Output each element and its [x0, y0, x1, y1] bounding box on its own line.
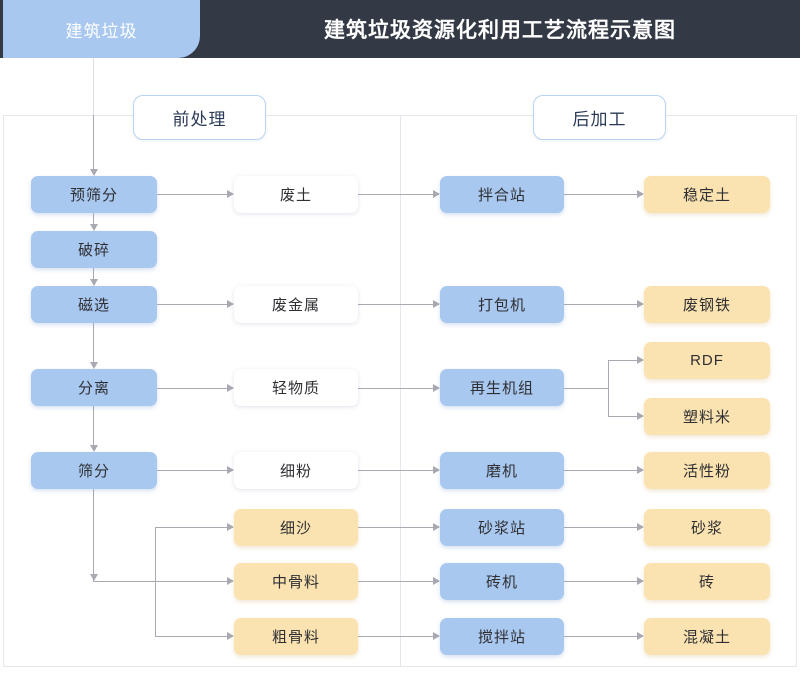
- node-material-coarse-aggregate[interactable]: 粗骨料: [234, 618, 358, 655]
- node-material-waste-soil[interactable]: 废土: [234, 176, 358, 213]
- arrow-bus-to-fine-sand: [227, 523, 234, 531]
- node-process-separate[interactable]: 分离: [31, 369, 157, 406]
- node-material-waste-metal[interactable]: 废金属: [234, 286, 358, 323]
- edge-bus-to-coarse-aggregate: [155, 636, 233, 637]
- arrow-recycling-unit-to-plastic-pellets: [637, 412, 644, 420]
- edge-magnetic-to-waste-metal: [157, 304, 233, 305]
- node-equipment-brick-machine[interactable]: 砖机: [440, 563, 564, 600]
- edge-aggregate-bus: [155, 527, 156, 637]
- edge-light-matter-to-recycling-unit: [358, 388, 439, 389]
- stage-label-postprocessing[interactable]: 后加工: [533, 95, 666, 140]
- arrow-baler-to-scrap-steel: [637, 300, 644, 308]
- page-title: 建筑垃圾资源化利用工艺流程示意图: [324, 19, 676, 42]
- edge-coarse-aggregate-to-concrete-mixer: [358, 636, 439, 637]
- arrow-brick-machine-to-brick: [637, 577, 644, 585]
- arrow-magnetic-to-waste-metal: [227, 300, 234, 308]
- arrow-mill-to-active-powder: [637, 466, 644, 474]
- edge-mixing-station-to-stabilized-soil: [564, 194, 643, 195]
- node-equipment-mixing-station[interactable]: 拌合站: [440, 176, 564, 213]
- edge-fine-sand-to-mortar-station: [358, 527, 439, 528]
- node-process-screen[interactable]: 筛分: [31, 452, 157, 489]
- node-equipment-concrete-mixer[interactable]: 搅拌站: [440, 618, 564, 655]
- node-product-brick[interactable]: 砖: [644, 563, 770, 600]
- edge-mill-to-active-powder: [564, 470, 643, 471]
- edge-baler-to-scrap-steel: [564, 304, 643, 305]
- node-material-mid-aggregate[interactable]: 中骨料: [234, 563, 358, 600]
- arrow-coarse-aggregate-to-concrete-mixer: [433, 632, 440, 640]
- node-product-concrete[interactable]: 混凝土: [644, 618, 770, 655]
- node-equipment-mortar-station[interactable]: 砂浆站: [440, 509, 564, 546]
- edge-source-to-prescreen: [93, 115, 94, 169]
- edge-crush-to-magnetic: [93, 268, 94, 281]
- node-product-stabilized-soil[interactable]: 稳定土: [644, 176, 770, 213]
- arrow-fine-powder-to-mill: [433, 466, 440, 474]
- edge-separate-to-light-matter: [157, 388, 233, 389]
- edge-screen-to-mid-aggregate: [93, 581, 233, 582]
- edge-brick-machine-to-brick: [564, 581, 643, 582]
- node-process-magnetic[interactable]: 磁选: [31, 286, 157, 323]
- edge-separate-to-screen: [93, 406, 94, 447]
- arrow-waste-soil-to-mixing-station: [433, 190, 440, 198]
- arrow-screen-trunk-corner: [90, 574, 98, 581]
- edge-screen-to-fine-powder: [157, 470, 233, 471]
- edge-prescreen-to-waste-soil: [157, 194, 233, 195]
- arrow-bus-to-coarse-aggregate: [227, 632, 234, 640]
- edge-recycling-unit-stub: [564, 388, 609, 389]
- edge-mid-aggregate-to-brick-machine: [358, 581, 439, 582]
- arrow-light-matter-to-recycling-unit: [433, 384, 440, 392]
- node-product-rdf[interactable]: RDF: [644, 342, 770, 379]
- node-product-mortar[interactable]: 砂浆: [644, 509, 770, 546]
- arrow-mid-aggregate-to-brick-machine: [433, 577, 440, 585]
- node-process-crush[interactable]: 破碎: [31, 231, 157, 268]
- node-product-plastic-pellets[interactable]: 塑料米: [644, 398, 770, 435]
- arrow-fine-sand-to-mortar-station: [433, 523, 440, 531]
- column-divider: [400, 115, 401, 667]
- node-equipment-mill[interactable]: 磨机: [440, 452, 564, 489]
- node-equipment-recycling-unit[interactable]: 再生机组: [440, 369, 564, 406]
- arrow-mortar-station-to-mortar: [637, 523, 644, 531]
- arrow-concrete-mixer-to-concrete: [637, 632, 644, 640]
- node-product-scrap-steel[interactable]: 废钢铁: [644, 286, 770, 323]
- edge-mortar-station-to-mortar: [564, 527, 643, 528]
- arrow-screen-to-fine-powder: [227, 466, 234, 474]
- arrow-prescreen-to-waste-soil: [227, 190, 234, 198]
- source-tab-construction-waste[interactable]: 建筑垃圾: [3, 0, 200, 58]
- arrow-prescreen-to-crush: [90, 224, 98, 231]
- node-material-light-matter[interactable]: 轻物质: [234, 369, 358, 406]
- node-product-active-powder[interactable]: 活性粉: [644, 452, 770, 489]
- arrow-separate-to-light-matter: [227, 384, 234, 392]
- edge-recycling-unit-to-plastic-pellets: [608, 416, 643, 417]
- node-material-fine-sand[interactable]: 细沙: [234, 509, 358, 546]
- edge-prescreen-to-crush: [93, 213, 94, 226]
- arrow-recycling-unit-to-rdf: [637, 356, 644, 364]
- arrow-separate-to-screen: [90, 445, 98, 452]
- node-process-prescreen[interactable]: 预筛分: [31, 176, 157, 213]
- source-stem-line: [93, 58, 94, 115]
- node-material-fine-powder[interactable]: 细粉: [234, 452, 358, 489]
- arrow-crush-to-magnetic: [90, 279, 98, 286]
- edge-screen-down-trunk: [93, 489, 94, 581]
- arrow-waste-metal-to-baler: [433, 300, 440, 308]
- arrow-screen-to-mid-aggregate: [227, 577, 234, 585]
- node-equipment-baler[interactable]: 打包机: [440, 286, 564, 323]
- edge-recycling-unit-split-bus: [608, 360, 609, 416]
- edge-fine-powder-to-mill: [358, 470, 439, 471]
- edge-recycling-unit-to-rdf: [608, 360, 643, 361]
- edge-waste-soil-to-mixing-station: [358, 194, 439, 195]
- arrow-magnetic-to-separate: [90, 362, 98, 369]
- edge-waste-metal-to-baler: [358, 304, 439, 305]
- edge-magnetic-to-separate: [93, 323, 94, 364]
- edge-concrete-mixer-to-concrete: [564, 636, 643, 637]
- edge-bus-to-fine-sand: [155, 527, 233, 528]
- arrow-mixing-station-to-stabilized-soil: [637, 190, 644, 198]
- stage-label-pretreatment[interactable]: 前处理: [133, 95, 266, 140]
- arrow-source-to-prescreen: [90, 169, 98, 176]
